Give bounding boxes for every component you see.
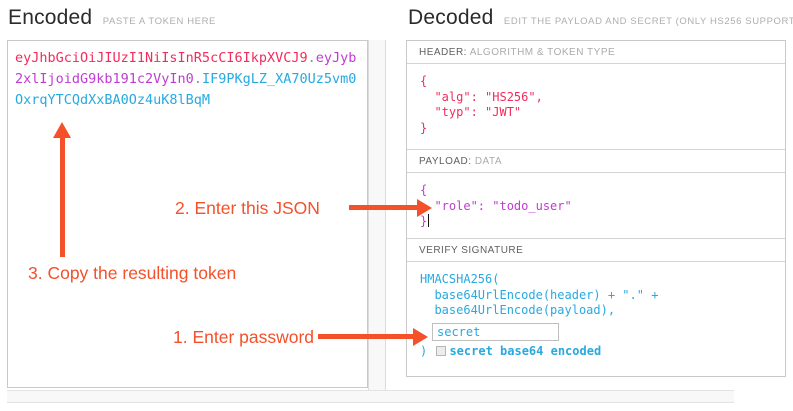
payload-json-line: } [420,214,775,230]
base64-encoded-checkbox[interactable] [436,345,447,356]
token-signature-segment: IF9PKgLZ_XA70Uz5vm0OxrqYTCQdXxBA0Oz4uK8l… [15,71,357,108]
step1-arrow-shaft [318,334,413,339]
header-json-line: "alg": "HS256", [420,89,543,104]
annotation-step2: 2. Enter this JSON [175,198,320,218]
step3-arrow-shaft [60,138,65,257]
secret-input[interactable] [432,322,559,341]
payload-json-editor[interactable]: { "role": "todo_user" } [407,173,785,239]
signature-code-line: base64UrlEncode(header) + "." + [420,287,659,302]
header-json-line: "typ": "JWT" [420,105,522,119]
step2-arrow-shaft [349,205,417,210]
header-label-strong: HEADER: [419,47,467,58]
header-label-light: ALGORITHM & TOKEN TYPE [469,47,616,58]
signature-section-label: VERIFY SIGNATURE [407,239,785,262]
text-cursor [428,214,430,227]
base64-encoded-label: secret base64 encoded [449,343,602,358]
base64-option-row: ) secret base64 encoded [420,344,775,360]
decoded-header: Decoded EDIT THE PAYLOAD AND SECRET (ONL… [408,6,793,30]
horizontal-scrollbar-track[interactable] [7,390,734,403]
encoded-subtitle: PASTE A TOKEN HERE [102,16,216,27]
payload-json-line: "role": "todo_user" [420,198,572,213]
payload-label-strong: PAYLOAD: [419,156,472,167]
payload-json-closing-brace: } [420,214,428,228]
header-json-line: { [420,74,428,88]
step1-arrow-right-icon [413,328,428,346]
signature-code-line: base64UrlEncode(payload), [420,303,616,317]
token-separator-1: . [307,50,316,66]
token-header-segment: eyJhbGciOiJIUzI1NiIsInR5cCI6IkpXVCJ9 [15,50,308,66]
signature-code-line: HMACSHA256( [420,272,500,286]
decoded-panel: HEADER: ALGORITHM & TOKEN TYPE { "alg": … [406,40,786,377]
closing-paren: ) [420,343,435,358]
vertical-scrollbar-track[interactable] [368,40,386,403]
encoded-title: Encoded [8,6,93,29]
payload-json-line: { [420,183,428,197]
token-payload-segment: eyJyb2xlIjoidG9kb191c2VyIn0 [15,50,357,87]
annotation-step1: 1. Enter password [173,327,315,347]
decoded-subtitle: EDIT THE PAYLOAD AND SECRET (ONLY HS256 … [503,16,793,27]
payload-section-label: PAYLOAD: DATA [407,150,785,173]
annotation-step3: 3. Copy the resulting token [28,263,237,283]
step3-arrow-up-icon [53,122,71,138]
token-separator-2: . [193,71,202,87]
signature-label-strong: VERIFY SIGNATURE [419,245,524,256]
step2-arrow-right-icon [417,199,432,217]
verify-signature-code: HMACSHA256( base64UrlEncode(header) + ".… [407,262,785,375]
payload-label-light: DATA [474,156,503,167]
encoded-token-textarea[interactable]: eyJhbGciOiJIUzI1NiIsInR5cCI6IkpXVCJ9.eyJ… [7,40,368,388]
header-json-line: } [420,120,428,135]
header-section-label: HEADER: ALGORITHM & TOKEN TYPE [407,41,785,64]
encoded-header: Encoded PASTE A TOKEN HERE [8,6,216,30]
header-json-code: { "alg": "HS256", "typ": "JWT" } [407,64,785,150]
decoded-title: Decoded [408,6,494,29]
